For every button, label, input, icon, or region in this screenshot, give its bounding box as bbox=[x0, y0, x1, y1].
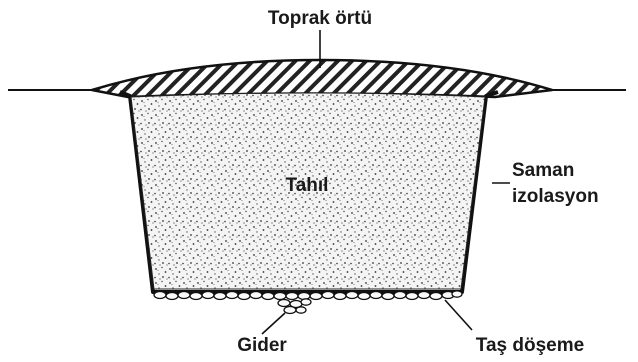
leader-stone-paving bbox=[445, 300, 472, 330]
label-grain: Tahıl bbox=[286, 175, 329, 196]
label-straw-insulation-line2: izolasyon bbox=[512, 186, 599, 207]
label-straw-insulation-line1: Saman bbox=[512, 160, 574, 181]
soil-cover-mound bbox=[92, 60, 552, 97]
label-drain: Gider bbox=[237, 335, 287, 356]
leader-drain bbox=[262, 313, 285, 334]
drain-sump bbox=[274, 293, 311, 314]
label-stone-paving: Taş döşeme bbox=[476, 335, 584, 356]
label-soil-cover: Toprak örtü bbox=[268, 8, 372, 29]
